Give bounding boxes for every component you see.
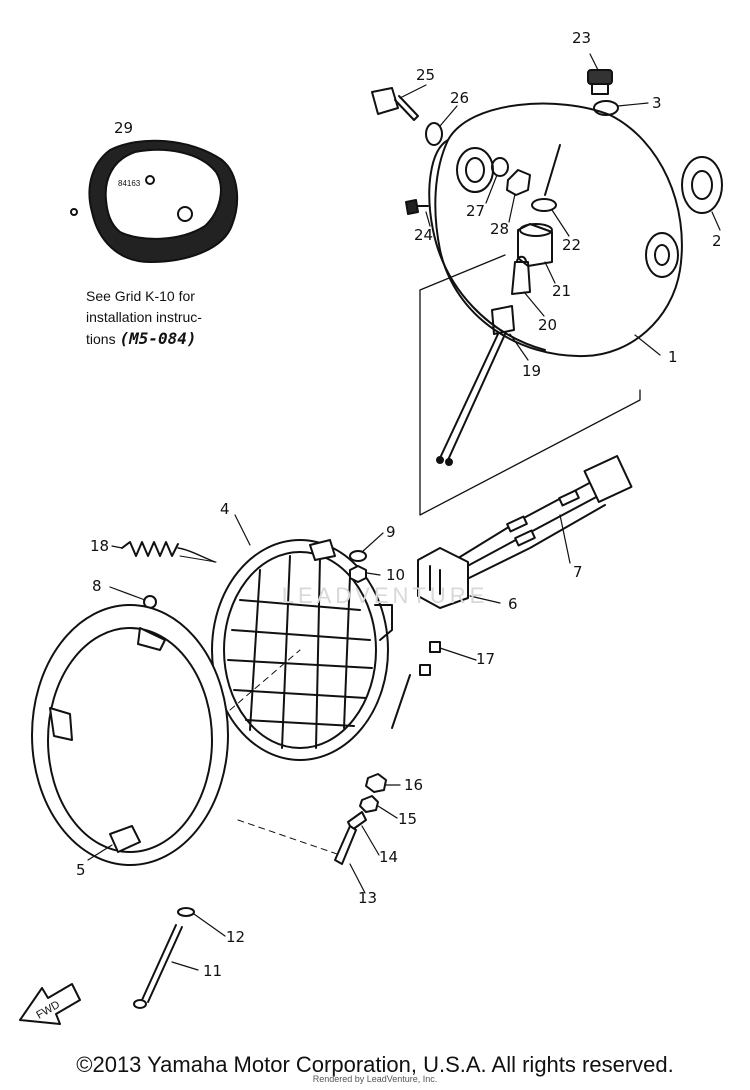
callout-8: 8 <box>92 577 102 595</box>
watermark: LEADVENTURE <box>281 583 489 608</box>
headlight-rim-5 <box>31 604 229 866</box>
relay-marking: 84163 <box>118 179 141 188</box>
callout-7: 7 <box>573 563 583 581</box>
cap-23 <box>587 69 613 95</box>
callout-28: 28 <box>490 220 509 238</box>
callout-24: 24 <box>414 226 433 244</box>
callout-5: 5 <box>76 861 86 879</box>
callout-11: 11 <box>203 962 222 980</box>
washer-27 <box>491 157 509 177</box>
callout-3: 3 <box>652 94 662 112</box>
nut-10 <box>349 565 367 583</box>
spacer-13 <box>334 825 357 865</box>
fwd-arrow: FWD <box>19 983 81 1025</box>
note-line-1: See Grid K-10 for <box>86 288 195 304</box>
callout-19: 19 <box>522 362 541 380</box>
callout-27: 27 <box>466 202 485 220</box>
washer-3 <box>593 100 619 116</box>
bulb-20 <box>511 255 531 295</box>
long-screw-11 <box>133 924 183 1009</box>
washer-22 <box>531 198 557 212</box>
note-line-3: tions (M5-084) <box>86 328 256 350</box>
socket-19 <box>436 305 515 466</box>
callout-20: 20 <box>538 316 557 334</box>
spring-18 <box>121 541 216 563</box>
callout-4: 4 <box>220 500 230 518</box>
nut-28 <box>506 169 531 196</box>
sleeve-21 <box>517 223 553 267</box>
callout-25: 25 <box>416 66 435 84</box>
callout-22: 22 <box>562 236 581 254</box>
callout-18: 18 <box>90 537 109 555</box>
callout-10: 10 <box>386 566 405 584</box>
callout-17: 17 <box>476 650 495 668</box>
render-credit: Rendered by LeadVenture, Inc. <box>312 1074 438 1084</box>
callout-15: 15 <box>398 810 417 828</box>
callout-16: 16 <box>404 776 423 794</box>
note-line-3-prefix: tions <box>86 331 116 347</box>
washer-12 <box>177 907 195 917</box>
callout-2: 2 <box>712 232 722 250</box>
callout-13: 13 <box>358 889 377 907</box>
relay-unit-29: 84163 <box>70 139 239 263</box>
callout-23: 23 <box>572 29 591 47</box>
screw-24 <box>405 199 429 215</box>
installation-note: See Grid K-10 for installation instruc- … <box>86 286 256 350</box>
clip-17 <box>419 641 441 676</box>
connector-6 <box>417 547 469 609</box>
nut-16 <box>365 773 387 793</box>
callout-21: 21 <box>552 282 571 300</box>
nut-15 <box>359 795 379 813</box>
washer-9 <box>349 550 367 562</box>
note-line-2: installation instruc- <box>86 309 202 325</box>
callout-26: 26 <box>450 89 469 107</box>
callout-29: 29 <box>114 119 133 137</box>
callout-6: 6 <box>508 595 518 613</box>
wire-harness-7 <box>454 454 633 581</box>
sealed-beam-unit-4 <box>211 539 411 761</box>
callout-12: 12 <box>226 928 245 946</box>
note-code: (M5-084) <box>119 329 197 348</box>
callout-1: 1 <box>668 348 678 366</box>
grommet-2 <box>681 156 723 214</box>
callout-9: 9 <box>386 523 396 541</box>
copyright-notice: ©2013 Yamaha Motor Corporation, U.S.A. A… <box>76 1052 674 1077</box>
washer-26 <box>425 122 443 146</box>
callout-14: 14 <box>379 848 398 866</box>
bolt-25 <box>371 87 419 121</box>
